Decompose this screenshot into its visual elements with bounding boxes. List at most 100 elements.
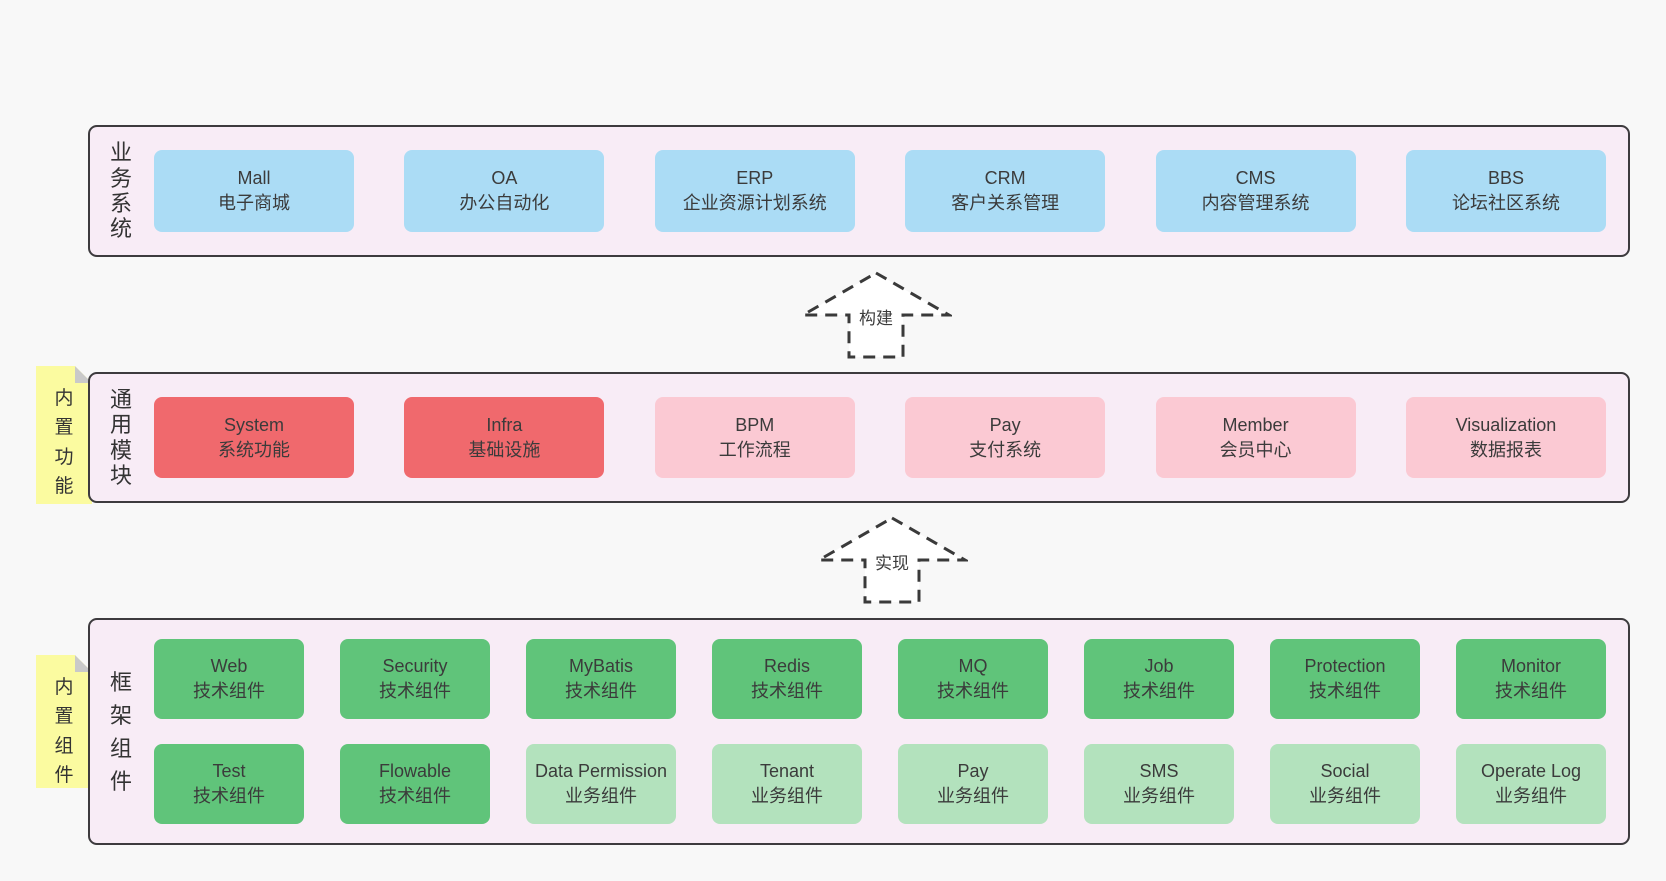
box-subtitle: 支付系统 (969, 439, 1042, 460)
box-title: Job (1144, 656, 1174, 677)
box-protection: Protection 技术组件 (1270, 639, 1420, 719)
box-mybatis: MyBatis 技术组件 (526, 639, 676, 719)
box-flowable: Flowable 技术组件 (340, 744, 490, 824)
box-subtitle: 业务组件 (751, 786, 823, 806)
box-title: Flowable (378, 761, 452, 782)
layer-label-framework-components: 框架组件 (109, 669, 132, 794)
box-web: Web 技术组件 (154, 639, 304, 719)
box-system: System 系统功能 (154, 397, 354, 478)
box-cms: CMS 内容管理系统 (1155, 150, 1356, 232)
box-security: Security 技术组件 (340, 639, 490, 719)
box-test: Test 技术组件 (154, 744, 304, 824)
business-box-row: Mall 电子商城 OA 办公自动化 ERP 企业资源计划系统 CRM 客户关系… (136, 150, 1628, 232)
arrow-label: 实现 (872, 549, 912, 574)
box-subtitle: 技术组件 (751, 681, 823, 701)
box-subtitle: 办公自动化 (459, 193, 550, 213)
box-crm: CRM 客户关系管理 (905, 150, 1106, 232)
tag-label: 内置组件 (54, 677, 74, 787)
framework-row-2: Test 技术组件 Flowable 技术组件 Data Permission … (154, 744, 1606, 824)
box-subtitle: 论坛社区系统 (1451, 193, 1560, 213)
box-visualization: Visualization 数据报表 (1405, 397, 1606, 478)
box-job: Job 技术组件 (1084, 639, 1234, 719)
box-title: Infra (486, 414, 523, 435)
box-pay-component: Pay 业务组件 (898, 744, 1048, 824)
box-subtitle: 技术组件 (1309, 681, 1381, 701)
box-subtitle: 企业资源计划系统 (682, 193, 827, 213)
box-title: Redis (763, 656, 811, 677)
box-subtitle: 技术组件 (193, 681, 265, 701)
box-title: System (223, 414, 284, 435)
box-subtitle: 业务组件 (1495, 786, 1567, 806)
box-subtitle: 技术组件 (379, 681, 451, 701)
layer-label-business-systems: 业务系统 (109, 140, 132, 242)
arrow-label: 构建 (856, 304, 896, 329)
box-infra: Infra 基础设施 (404, 397, 605, 478)
box-title: OA (491, 168, 518, 189)
box-title: MyBatis (568, 656, 633, 677)
box-subtitle: 客户关系管理 (951, 193, 1060, 213)
box-title: Pay (989, 414, 1021, 435)
box-oa: OA 办公自动化 (404, 150, 605, 232)
box-data-permission: Data Permission 业务组件 (526, 744, 676, 824)
box-subtitle: 技术组件 (1123, 681, 1195, 701)
box-subtitle: 技术组件 (193, 786, 265, 806)
box-pay-system: Pay 支付系统 (905, 397, 1106, 478)
layer-framework-components: 框架组件 Web 技术组件 Security 技术组件 MyBatis 技术组件… (88, 618, 1630, 845)
box-title: Visualization (1455, 414, 1557, 435)
box-bpm: BPM 工作流程 (654, 397, 855, 478)
framework-row-1: Web 技术组件 Security 技术组件 MyBatis 技术组件 Redi… (154, 639, 1606, 719)
box-title: Mall (237, 168, 271, 189)
box-title: CMS (1235, 168, 1276, 189)
box-title: Web (210, 656, 248, 677)
modules-box-row: System 系统功能 Infra 基础设施 BPM 工作流程 Pay 支付系统… (136, 397, 1628, 478)
box-title: Monitor (1500, 656, 1562, 677)
arrow-build: 构建 (800, 270, 952, 360)
box-subtitle: 业务组件 (1123, 786, 1195, 806)
box-mq: MQ 技术组件 (898, 639, 1048, 719)
layer-label-common-modules: 通用模块 (109, 386, 132, 488)
framework-box-grid: Web 技术组件 Security 技术组件 MyBatis 技术组件 Redi… (136, 639, 1628, 824)
box-title: Social (1320, 761, 1370, 782)
box-subtitle: 技术组件 (565, 681, 637, 701)
box-subtitle: 技术组件 (1495, 681, 1567, 701)
box-title: Member (1222, 414, 1289, 435)
box-social: Social 业务组件 (1270, 744, 1420, 824)
tag-built-in-features: 内置功能 (36, 366, 92, 504)
box-subtitle: 电子商城 (218, 193, 290, 213)
box-title: Operate Log (1480, 761, 1582, 782)
box-subtitle: 业务组件 (937, 786, 1009, 806)
box-title: MQ (958, 656, 988, 677)
box-subtitle: 系统功能 (218, 439, 290, 460)
box-title: BBS (1487, 168, 1524, 189)
box-subtitle: 基础设施 (468, 439, 541, 460)
layer-common-modules: 通用模块 System 系统功能 Infra 基础设施 BPM 工作流程 Pay… (88, 372, 1630, 503)
box-member: Member 会员中心 (1155, 397, 1356, 478)
box-title: SMS (1139, 761, 1179, 782)
tag-built-in-components: 内置组件 (36, 655, 92, 788)
box-title: Pay (957, 761, 989, 782)
box-subtitle: 工作流程 (718, 439, 791, 460)
layer-business-systems: 业务系统 Mall 电子商城 OA 办公自动化 ERP 企业资源计划系统 CRM… (88, 125, 1630, 257)
box-tenant: Tenant 业务组件 (712, 744, 862, 824)
box-title: Tenant (759, 761, 815, 782)
box-subtitle: 会员中心 (1219, 439, 1292, 460)
box-monitor: Monitor 技术组件 (1456, 639, 1606, 719)
box-subtitle: 业务组件 (1309, 786, 1381, 806)
box-title: Protection (1304, 656, 1386, 677)
box-title: ERP (736, 168, 774, 189)
box-operate-log: Operate Log 业务组件 (1456, 744, 1606, 824)
box-bbs: BBS 论坛社区系统 (1405, 150, 1606, 232)
box-title: Security (382, 656, 448, 677)
arrow-implement: 实现 (816, 515, 968, 605)
box-subtitle: 业务组件 (565, 786, 637, 806)
box-subtitle: 技术组件 (937, 681, 1009, 701)
box-title: BPM (735, 414, 775, 435)
box-sms: SMS 业务组件 (1084, 744, 1234, 824)
box-mall: Mall 电子商城 (154, 150, 354, 232)
box-erp: ERP 企业资源计划系统 (654, 150, 855, 232)
box-subtitle: 技术组件 (379, 786, 451, 806)
box-title: Test (212, 761, 246, 782)
tag-label: 内置功能 (54, 388, 74, 498)
box-redis: Redis 技术组件 (712, 639, 862, 719)
box-subtitle: 数据报表 (1469, 439, 1542, 460)
